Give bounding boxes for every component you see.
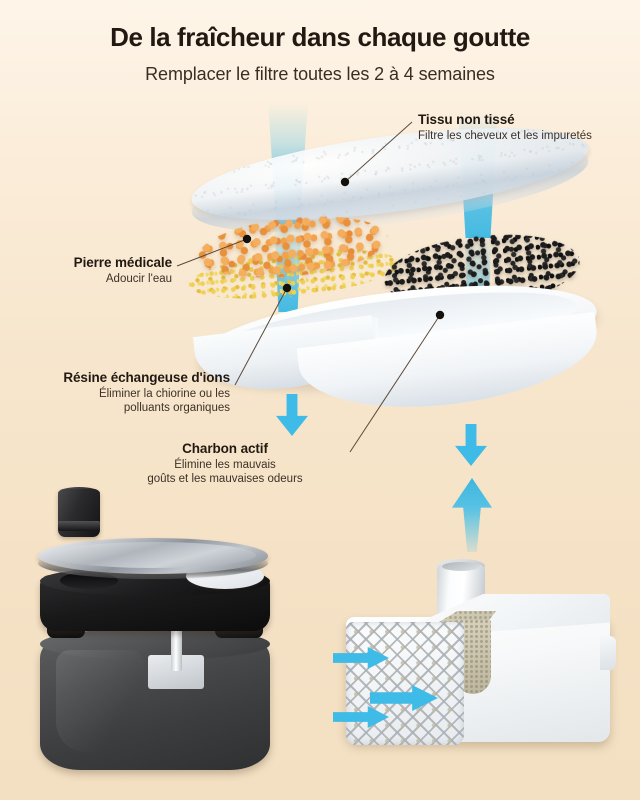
callout-ion-resin-desc-2: polluants organiques bbox=[123, 402, 230, 415]
flow-arrow-down-left-icon bbox=[276, 394, 308, 436]
fountain-stainless-lid-inner bbox=[50, 542, 256, 568]
fountain-tank-highlight bbox=[56, 650, 144, 752]
pump-spout-opening bbox=[442, 562, 480, 571]
fountain-water-stem bbox=[171, 613, 182, 671]
callout-medical-stone-desc: Adoucir l'eau bbox=[105, 273, 172, 285]
pump-side-tab bbox=[600, 636, 616, 670]
callout-nonwoven-title: Tissu non tissé bbox=[418, 112, 515, 127]
callout-active-carbon-title: Charbon actif bbox=[182, 441, 268, 456]
callout-ion-resin-desc-1: Éliminer la chiorine ou les bbox=[98, 388, 230, 400]
callout-medical-stone-title: Pierre médicale bbox=[73, 255, 172, 270]
page-subtitle: Remplacer le filtre toutes les 2 à 4 sem… bbox=[145, 64, 495, 84]
pump-intake-grille-holes bbox=[348, 624, 462, 743]
callout-active-carbon-desc-1: Élimine les mauvais bbox=[174, 459, 276, 471]
flow-arrow-up-icon bbox=[452, 478, 492, 552]
callout-ion-resin-title: Résine échangeuse d'ions bbox=[63, 370, 230, 385]
callout-nonwoven-desc: Filtre les cheveux et les impuretés bbox=[418, 130, 592, 142]
fountain-pump-band bbox=[58, 521, 100, 531]
callout-nonwoven: Tissu non tissé Filtre les cheveux et le… bbox=[418, 112, 592, 143]
page-title: De la fraîcheur dans chaque goutte bbox=[110, 22, 530, 52]
callout-active-carbon: Charbon actif Élimine les mauvais goûts … bbox=[105, 441, 345, 486]
callout-ion-resin: Résine échangeuse d'ions Éliminer la chi… bbox=[0, 370, 230, 415]
flow-arrow-down-right-icon bbox=[455, 424, 487, 466]
callout-medical-stone: Pierre médicale Adoucir l'eau bbox=[0, 255, 172, 286]
callout-active-carbon-desc-2: goûts et les mauvaises odeurs bbox=[147, 473, 303, 486]
header: De la fraîcheur dans chaque goutte Rempl… bbox=[0, 0, 640, 85]
